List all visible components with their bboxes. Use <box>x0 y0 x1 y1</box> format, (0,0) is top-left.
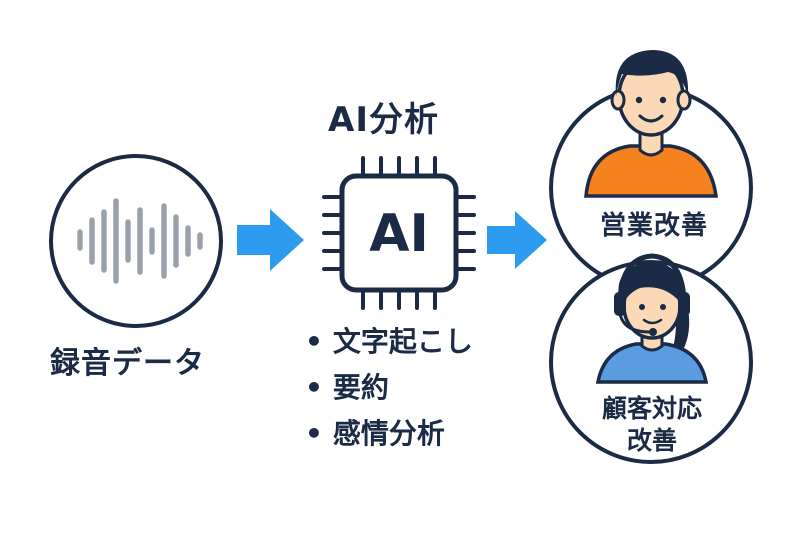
sales-improvement-node <box>549 50 753 290</box>
support-agent-headset-icon <box>595 253 709 384</box>
feature-summary: 要約 <box>305 366 473 412</box>
customer-service-label-line1: 顧客対応 <box>601 394 702 423</box>
recording-node <box>49 154 223 328</box>
ai-chip-label: AI <box>369 204 429 264</box>
ai-chip-icon: AI <box>322 156 476 310</box>
customer-service-improvement-label: 顧客対応 改善 <box>588 393 716 457</box>
customer-service-label-line2: 改善 <box>626 426 677 455</box>
arrow-right-icon <box>487 211 547 269</box>
arrow-right-icon <box>237 209 304 271</box>
ai-analysis-title: AI分析 <box>328 100 439 140</box>
salesperson-icon <box>584 50 719 198</box>
feature-transcription: 文字起こし <box>305 320 473 366</box>
soundwave-icon <box>77 198 203 284</box>
ai-feature-list: 文字起こし 要約 感情分析 <box>305 320 473 458</box>
recording-data-label: 録音データ <box>50 346 205 381</box>
customer-service-improvement-node <box>549 253 753 464</box>
sales-improvement-label: 営業改善 <box>600 211 709 241</box>
feature-sentiment-analysis: 感情分析 <box>305 412 473 458</box>
